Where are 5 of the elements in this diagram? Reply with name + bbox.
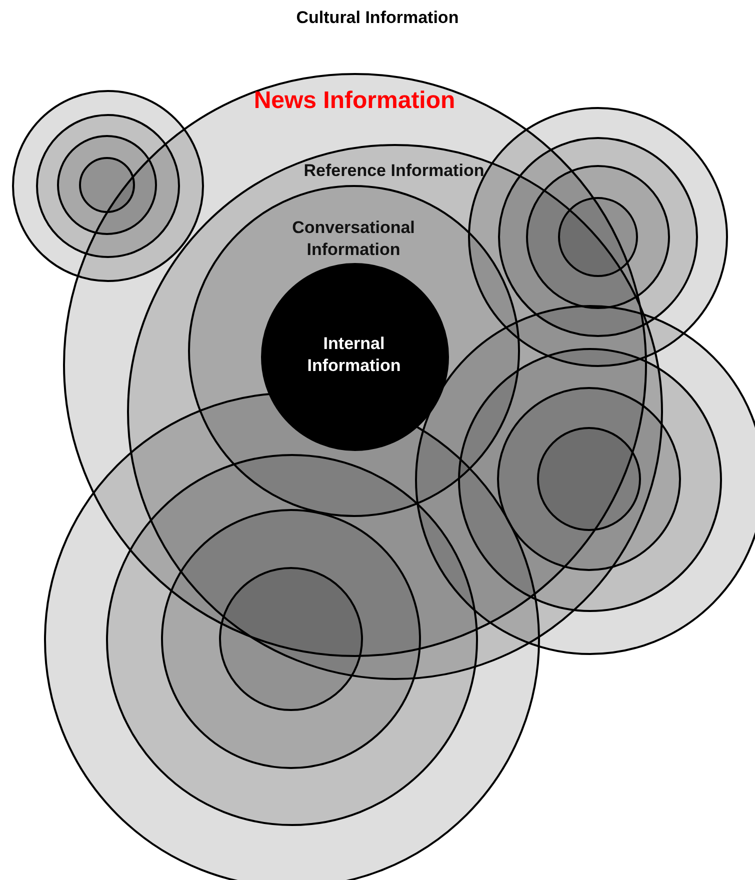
circle-label: Conversational Information: [291, 217, 416, 262]
circle-label: Internal Information: [306, 332, 402, 377]
circle-label: News Information: [254, 86, 456, 116]
diagram-title: Cultural Information: [296, 8, 459, 27]
circle-label: Reference Information: [304, 160, 484, 182]
